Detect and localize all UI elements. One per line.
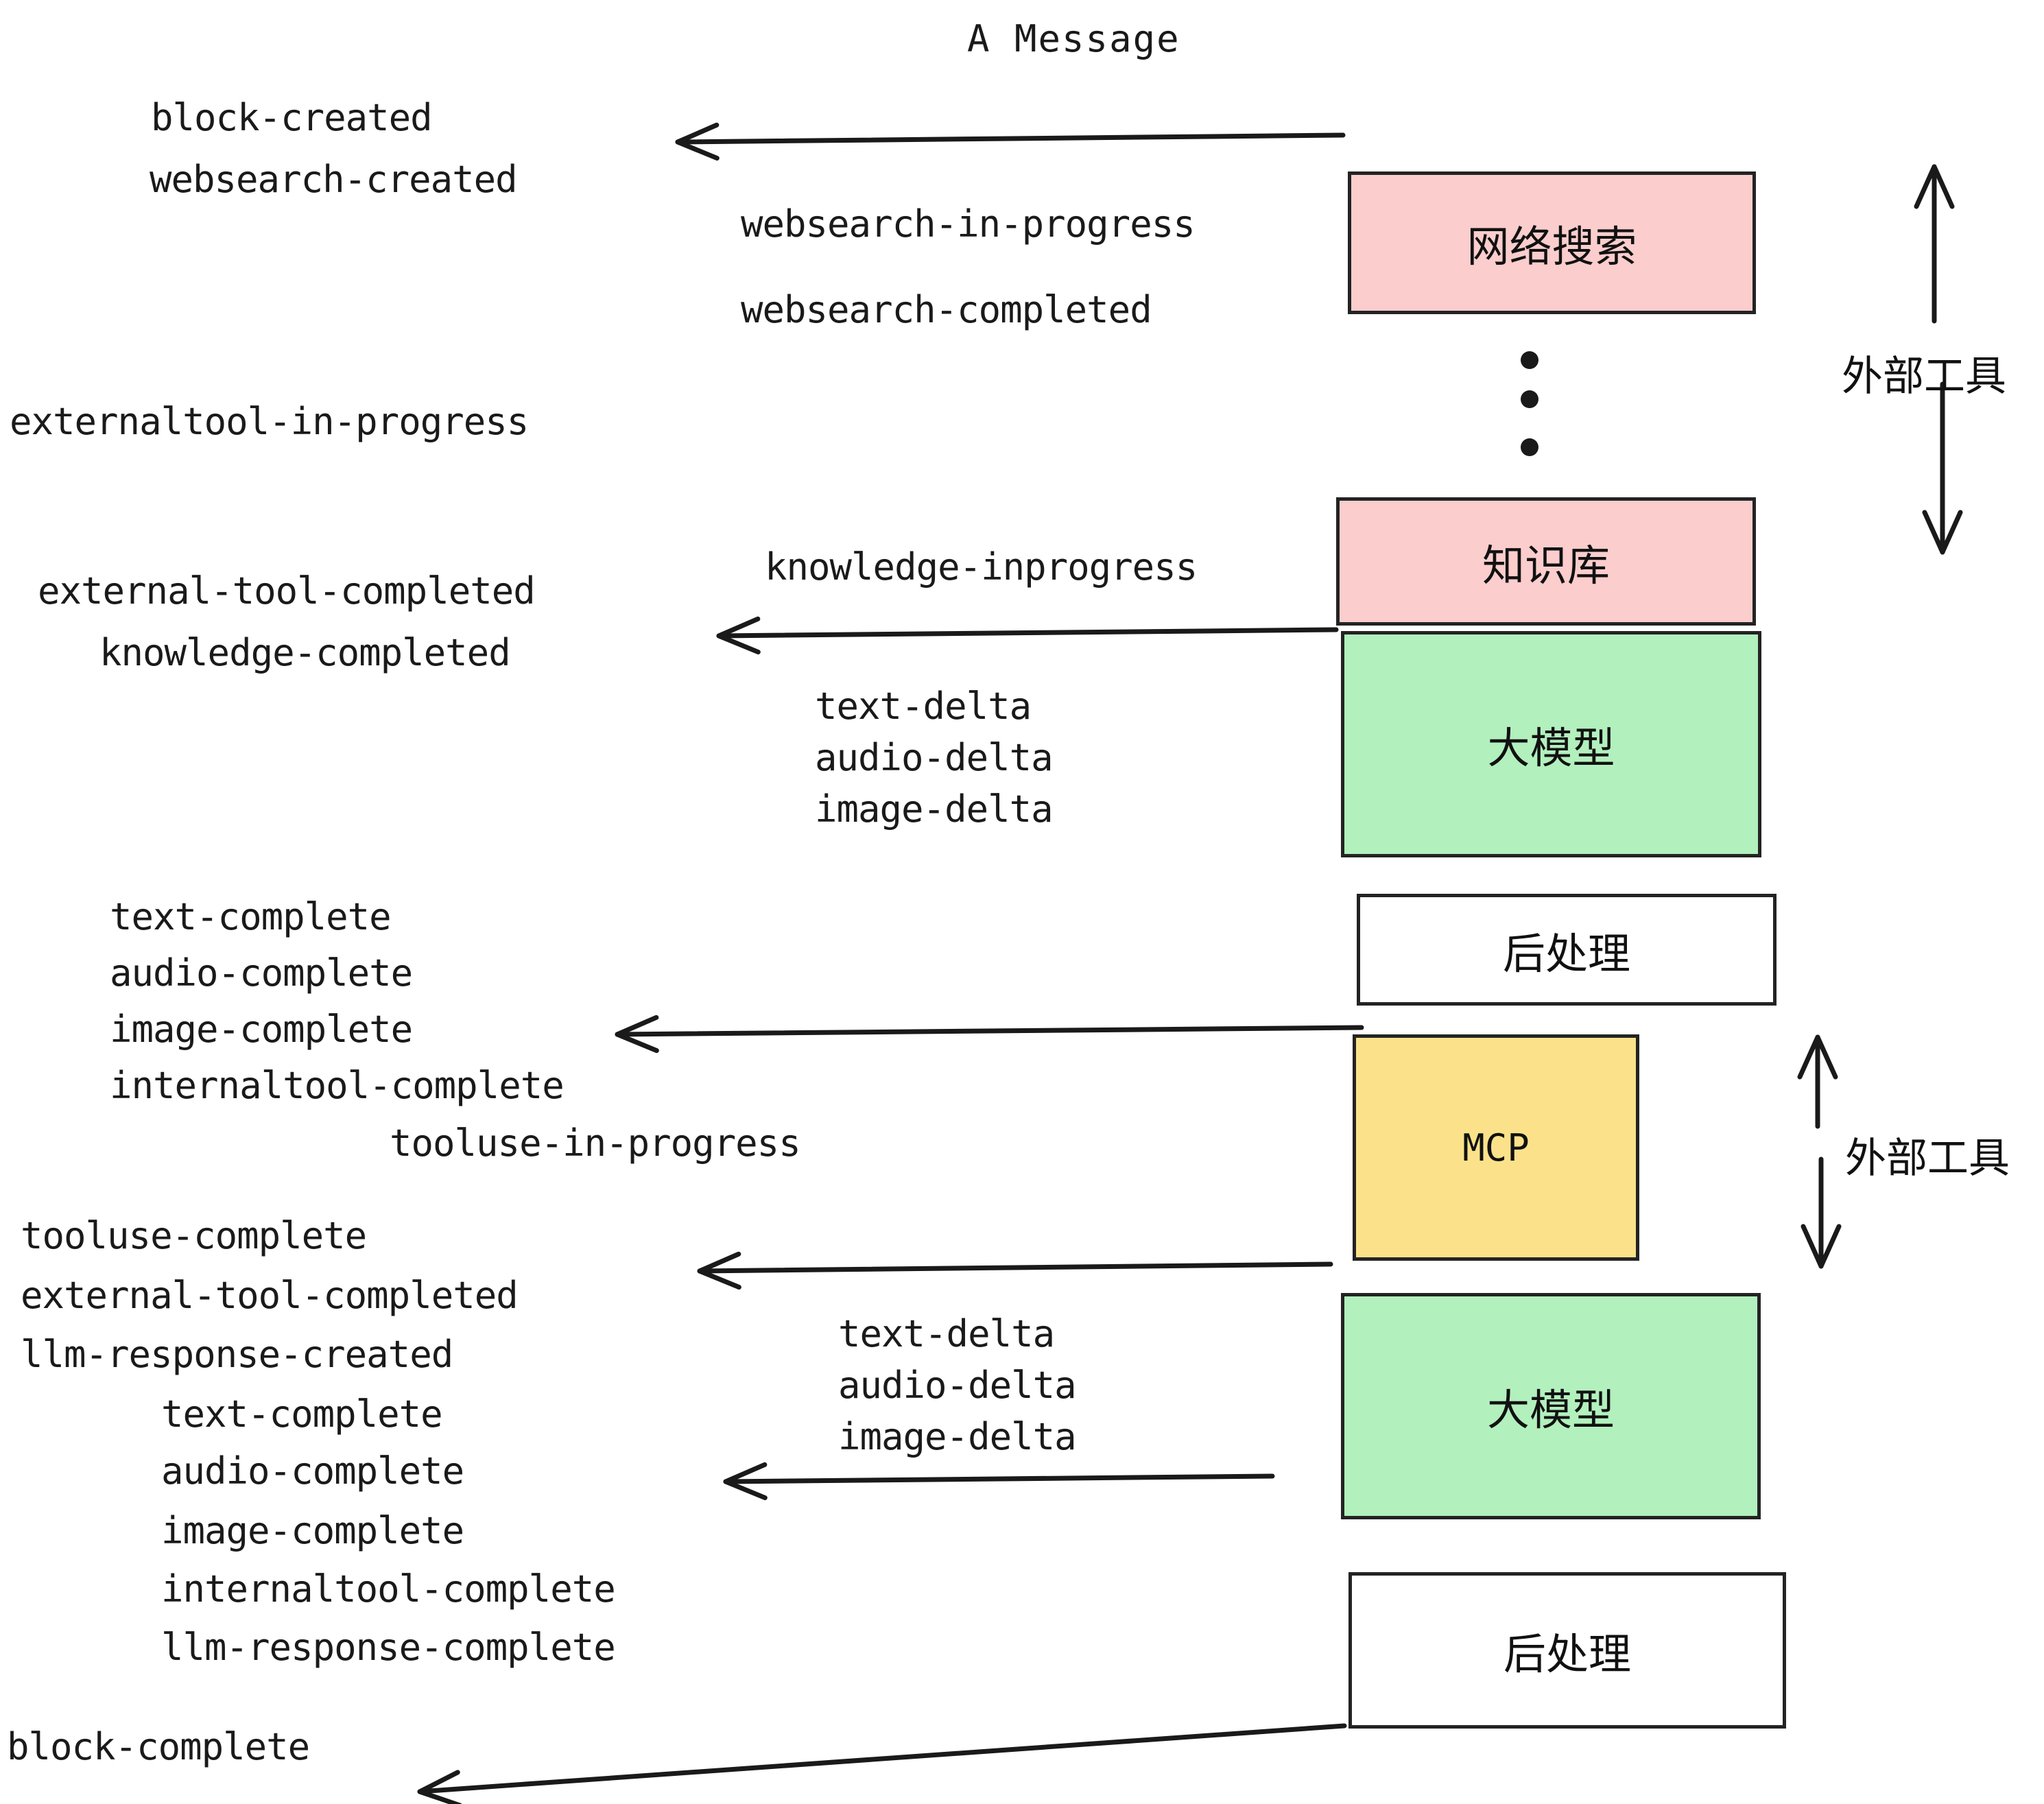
event-label-internaltool-complete-2: internaltool-complete: [161, 1567, 616, 1611]
event-label-tooluse-in-progress: tooluse-in-progress: [390, 1121, 801, 1165]
external-tool-up-bottom-head: [1797, 1034, 1838, 1080]
arrow-post-to-blockcomplete: [417, 1723, 1347, 1804]
arrow-knowledge-to-left: [716, 616, 1339, 655]
event-label-tooluse-complete: tooluse-complete: [21, 1214, 367, 1257]
node-websearch: 网络搜索: [1348, 171, 1756, 314]
event-label-external-tool-completed-1: external-tool-completed: [38, 569, 536, 613]
event-label-text-delta-1: text-delta: [815, 685, 1032, 728]
event-label-text-delta-2: text-delta: [838, 1312, 1055, 1355]
event-label-image-delta-2: image-delta: [838, 1415, 1077, 1458]
event-label-knowledge-inprogress: knowledge-inprogress: [765, 545, 1198, 589]
external-tool-down-bottom-head: [1801, 1224, 1842, 1269]
event-label-websearch-in-progress: websearch-in-progress: [741, 202, 1196, 246]
event-label-image-complete-2: image-complete: [161, 1509, 464, 1552]
event-label-audio-complete-1: audio-complete: [110, 951, 413, 995]
event-label-text-complete-2: text-complete: [161, 1392, 443, 1436]
event-label-audio-complete-2: audio-complete: [161, 1449, 464, 1493]
arrow-llm-to-tooluse-line: [697, 1261, 1333, 1274]
arrow-llm2-to-audio-line: [723, 1473, 1275, 1484]
event-label-llm-response-complete: llm-response-complete: [161, 1626, 616, 1669]
external-tool-down-bottom: [1801, 1156, 1842, 1269]
node-mcp: MCP: [1353, 1034, 1639, 1261]
ellipsis-dot: [1521, 390, 1538, 408]
event-label-externaltool-in-progress: externaltool-in-progress: [10, 400, 529, 443]
event-label-image-complete-1: image-complete: [110, 1008, 413, 1051]
arrow-websearch-to-block-head: [675, 122, 720, 161]
arrow-knowledge-to-left-head: [716, 616, 761, 655]
arrow-websearch-to-block-line: [675, 132, 1346, 145]
node-postprocess-bottom: 后处理: [1348, 1572, 1786, 1729]
event-label-external-tool-completed-2: external-tool-completed: [21, 1274, 519, 1317]
node-knowledge: 知识库: [1336, 497, 1756, 626]
external-tool-down-top: [1922, 381, 1963, 555]
arrow-websearch-to-block: [675, 122, 1346, 161]
arrow-mcp-to-image-head: [615, 1014, 659, 1054]
external-tool-up-bottom: [1797, 1034, 1838, 1129]
event-label-block-created: block-created: [151, 96, 433, 139]
event-label-text-complete-1: text-complete: [110, 895, 392, 938]
event-label-audio-delta-1: audio-delta: [815, 736, 1054, 779]
external-tool-up-top: [1914, 164, 1955, 324]
arrow-llm-to-tooluse-head: [697, 1251, 741, 1290]
node-llm-bottom: 大模型: [1341, 1293, 1761, 1519]
node-postprocess-top: 后处理: [1357, 894, 1776, 1006]
arrow-mcp-to-image: [615, 1014, 1364, 1054]
event-label-websearch-created: websearch-created: [150, 158, 518, 201]
side-label-external-tool-top: 外部工具: [1842, 353, 2006, 401]
event-label-llm-response-created: llm-response-created: [21, 1333, 453, 1376]
event-label-audio-delta-2: audio-delta: [838, 1364, 1077, 1407]
event-label-block-complete: block-complete: [7, 1725, 310, 1768]
node-llm-top: 大模型: [1341, 631, 1761, 857]
event-label-websearch-completed: websearch-completed: [741, 288, 1152, 331]
arrow-llm-to-tooluse: [697, 1251, 1333, 1290]
external-tool-down-top-head: [1922, 510, 1963, 555]
arrow-knowledge-to-left-line: [716, 627, 1339, 639]
event-label-image-delta-1: image-delta: [815, 787, 1054, 831]
arrow-post-to-blockcomplete-line: [417, 1723, 1347, 1794]
ellipsis-dot: [1521, 438, 1538, 456]
external-tool-up-top-head: [1914, 164, 1955, 209]
arrow-llm2-to-audio-head: [723, 1462, 768, 1501]
diagram-title: A Message: [967, 17, 1180, 60]
arrow-post-to-blockcomplete-head: [417, 1770, 462, 1804]
event-label-knowledge-completed: knowledge-completed: [99, 631, 511, 674]
event-label-internaltool-complete-1: internaltool-complete: [110, 1064, 565, 1107]
arrow-llm2-to-audio: [723, 1462, 1275, 1501]
arrow-mcp-to-image-line: [615, 1025, 1364, 1037]
side-label-external-tool-bottom: 外部工具: [1845, 1135, 2010, 1183]
ellipsis-dot: [1521, 351, 1538, 369]
